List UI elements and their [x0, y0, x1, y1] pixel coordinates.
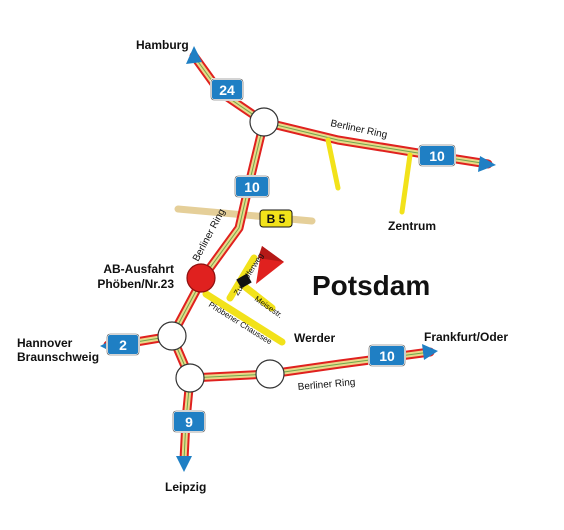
label-hamburg: Hamburg — [136, 38, 189, 52]
destination-building-icon — [236, 273, 252, 289]
arrow-frankfurt-icon — [422, 344, 438, 360]
svg-text:10: 10 — [429, 148, 445, 164]
label-exit-line2: Phöben/Nr.23 — [97, 277, 174, 291]
label-zentrum: Zentrum — [388, 219, 436, 233]
zentrum-road-1 — [325, 137, 341, 191]
label-werder: Werder — [294, 331, 335, 345]
shield-b5: B 5 — [259, 209, 293, 228]
exit-marker — [186, 263, 216, 293]
shield-a9: 9 — [172, 410, 206, 433]
svg-text:9: 9 — [185, 414, 193, 430]
label-meise: Meisestr. — [253, 294, 284, 320]
shield-a10-n: 10 — [234, 175, 270, 198]
arrow-zentrum-east-icon — [478, 156, 496, 172]
meise-road — [240, 282, 276, 312]
shield-a10-se: 10 — [368, 344, 406, 367]
arrow-hamburg-icon — [186, 46, 202, 64]
svg-text:B 5: B 5 — [267, 212, 286, 226]
interchange-north — [249, 107, 279, 137]
interchange-south — [255, 359, 285, 389]
shield-a2: 2 — [106, 333, 140, 356]
label-braunschweig: Braunschweig — [17, 350, 99, 364]
label-potsdam: Potsdam — [312, 270, 430, 301]
label-hannover: Hannover — [17, 336, 73, 350]
label-exit-line1: AB-Ausfahrt — [103, 262, 174, 276]
shield-a24: 24 — [210, 78, 244, 101]
interchange-west — [157, 321, 187, 351]
zentrum-road-2 — [399, 152, 413, 215]
autobahn-network — [103, 51, 493, 465]
svg-text:24: 24 — [219, 82, 235, 98]
arrow-leipzig-icon — [176, 456, 192, 472]
svg-text:10: 10 — [244, 179, 260, 195]
svg-text:10: 10 — [379, 348, 395, 364]
interchange-southwest — [175, 363, 205, 393]
label-ring-south: Berliner Ring — [297, 377, 356, 393]
svg-text:2: 2 — [119, 337, 127, 353]
label-leipzig: Leipzig — [165, 480, 206, 494]
label-frankfurt: Frankfurt/Oder — [424, 330, 508, 344]
shield-a10-ne: 10 — [418, 144, 456, 167]
phoebener-chaussee-road — [202, 290, 286, 346]
